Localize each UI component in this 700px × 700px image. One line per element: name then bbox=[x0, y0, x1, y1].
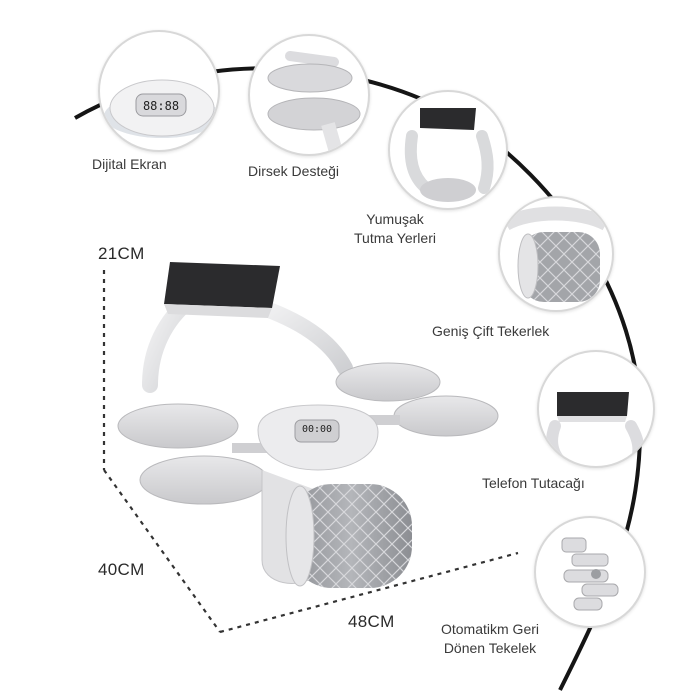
label-auto-rebound: Otomatikm Geri Dönen Tekelek bbox=[420, 620, 560, 658]
label-phone-holder: Telefon Tutacağı bbox=[482, 475, 585, 491]
label-elbow-support: Dirsek Desteği bbox=[248, 163, 340, 179]
svg-text:88:88: 88:88 bbox=[143, 99, 179, 113]
inset-double-wheel bbox=[498, 196, 614, 312]
inset-auto-rebound bbox=[534, 516, 646, 628]
label-auto-rebound-line2: Dönen Tekelek bbox=[443, 639, 537, 656]
label-digital-display: Dijital Ekran bbox=[92, 156, 167, 172]
inset-digital-display: 88:88 bbox=[98, 30, 220, 152]
dimension-width: 48CM bbox=[348, 612, 395, 631]
label-soft-grips: Yumuşak Tutma Yerleri bbox=[330, 210, 460, 248]
label-double-wheel: Geniş Çift Tekerlek bbox=[432, 323, 550, 339]
dimension-depth: 40CM bbox=[98, 560, 145, 579]
inset-elbow-support bbox=[248, 34, 370, 156]
label-auto-rebound-line1: Otomatikm Geri bbox=[440, 621, 539, 637]
inset-phone-holder bbox=[537, 350, 655, 468]
inset-soft-grips bbox=[388, 90, 508, 210]
dimension-height: 21CM bbox=[98, 244, 145, 263]
label-soft-grips-line2: Tutma Yerleri bbox=[354, 229, 436, 246]
label-soft-grips-line1: Yumuşak bbox=[366, 211, 424, 227]
device-display-readout: 00:00 bbox=[301, 424, 333, 435]
